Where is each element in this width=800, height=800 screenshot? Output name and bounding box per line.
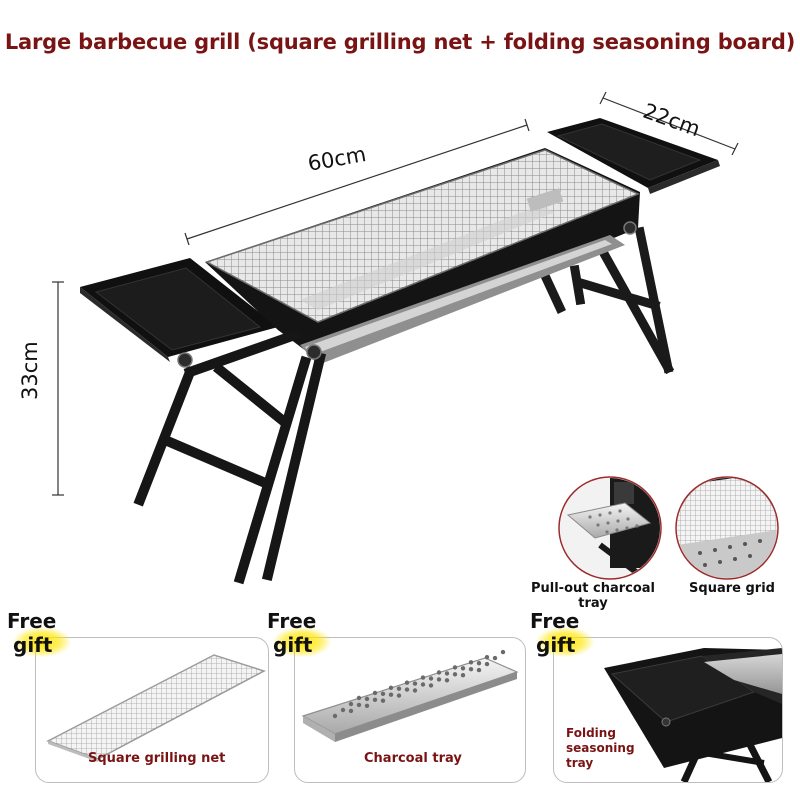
tray-hole xyxy=(428,683,434,688)
gift-caption-line: Folding xyxy=(566,726,616,740)
page-title: Large barbecue grill (square grilling ne… xyxy=(4,30,796,54)
tray-hole xyxy=(404,687,410,692)
charcoal-tray-caption: Pull-out charcoal tray xyxy=(530,581,656,611)
tray-hole xyxy=(436,670,442,675)
tray-hole xyxy=(396,693,402,698)
tray-hole xyxy=(372,690,378,696)
grilling-net-image xyxy=(46,654,266,762)
tray-hole xyxy=(444,678,450,683)
badge-glow xyxy=(536,627,594,657)
tray-hole xyxy=(484,655,490,660)
tray-hole xyxy=(356,695,362,701)
tray-hole xyxy=(428,676,434,681)
tray-hole xyxy=(404,680,410,685)
tray-hole xyxy=(420,675,426,680)
free-gift-badge: Free gift xyxy=(267,609,331,657)
grill-legs-front xyxy=(133,328,327,585)
badge-line-gift: gift xyxy=(536,633,576,657)
badge-line-gift: gift xyxy=(273,633,313,657)
badge-line-free: Free xyxy=(7,609,57,633)
tray-hole xyxy=(460,666,466,671)
tray-hole xyxy=(348,701,354,707)
free-gift-badge: Free gift xyxy=(530,609,594,657)
dimension-line-length xyxy=(184,118,530,246)
gift-caption: Folding seasoning tray xyxy=(566,726,635,771)
gift-caption-line: tray xyxy=(566,756,594,770)
gift-card-seasoning-tray: Folding seasoning tray xyxy=(553,637,783,783)
tray-hole xyxy=(452,672,458,677)
tray-hole xyxy=(484,661,490,667)
tray-hole xyxy=(444,671,450,676)
tray-hole xyxy=(396,686,402,691)
grill-net xyxy=(205,149,640,323)
tray-hole xyxy=(340,707,346,713)
tray-hole xyxy=(388,685,394,690)
dimension-line-width xyxy=(599,91,739,156)
charcoal-tray-image xyxy=(301,649,519,742)
height-label: 33cm xyxy=(18,341,42,400)
tray-hole xyxy=(436,677,442,682)
square-grid-caption: Square grid xyxy=(689,581,775,596)
grill-main xyxy=(80,118,720,585)
tray-hole xyxy=(420,682,426,687)
tray-hole xyxy=(500,649,506,655)
tray-hole xyxy=(476,661,482,666)
tray-hole xyxy=(412,681,418,686)
tray-hole xyxy=(468,667,474,672)
tray-hole xyxy=(332,713,338,719)
tray-hole xyxy=(356,702,362,708)
badge-line-free: Free xyxy=(530,609,580,633)
badge-glow xyxy=(13,627,71,657)
tray-hole xyxy=(476,667,482,673)
tray-hole xyxy=(348,708,354,714)
badge-line-free: Free xyxy=(267,609,317,633)
dimension-line-height xyxy=(52,281,64,496)
tray-hole xyxy=(460,673,466,678)
badge-glow xyxy=(273,627,331,657)
tray-hole xyxy=(452,665,458,670)
tray-hole xyxy=(412,688,418,693)
detail-circle-square-grid xyxy=(675,476,779,580)
badge-line-gift: gift xyxy=(13,633,53,657)
tray-hole xyxy=(372,697,378,702)
gift-card-grilling-net: Square grilling net xyxy=(35,637,269,783)
gift-card-charcoal-tray: Charcoal tray xyxy=(294,637,526,783)
tray-hole xyxy=(380,691,386,696)
gift-caption: Charcoal tray xyxy=(364,751,462,766)
tray-hole xyxy=(468,660,474,665)
tray-hole xyxy=(388,692,394,697)
detail-circle-charcoal-tray xyxy=(558,476,662,580)
free-gift-badge: Free gift xyxy=(7,609,71,657)
tray-hole xyxy=(364,696,370,702)
seasoning-tray-image xyxy=(604,648,782,782)
tray-hole xyxy=(380,698,386,703)
gift-caption: Square grilling net xyxy=(88,751,226,766)
grill-legs-back xyxy=(541,226,675,375)
tray-hole xyxy=(364,703,370,708)
tray-hole xyxy=(492,655,498,661)
gift-caption-line: seasoning xyxy=(566,741,635,755)
